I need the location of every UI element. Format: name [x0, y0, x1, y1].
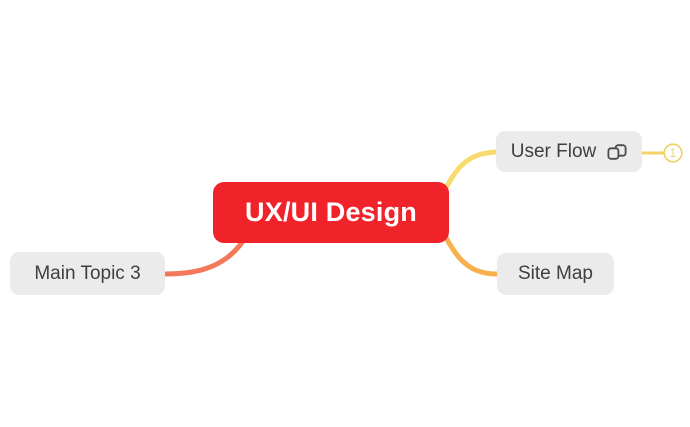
topic-site-map[interactable]: Site Map — [497, 253, 614, 295]
topic-user-flow-label: User Flow — [510, 140, 597, 162]
topic-site-map-label: Site Map — [518, 263, 593, 284]
topic-user-flow[interactable]: User Flow — [496, 131, 642, 172]
copy-icon[interactable] — [607, 143, 627, 160]
topic-main-topic-3-label: Main Topic 3 — [34, 262, 141, 284]
central-topic-ux-ui-design[interactable]: UX/UI Design — [213, 182, 449, 243]
child-count-badge[interactable]: 1 — [662, 142, 684, 164]
topic-main-topic-3[interactable]: Main Topic 3 — [10, 252, 165, 295]
child-count-badge-number: 1 — [670, 148, 676, 160]
central-topic-label: UX/UI Design — [245, 197, 417, 227]
copy-icon-front-square — [607, 146, 620, 160]
child-count-badge-ring — [663, 143, 683, 163]
